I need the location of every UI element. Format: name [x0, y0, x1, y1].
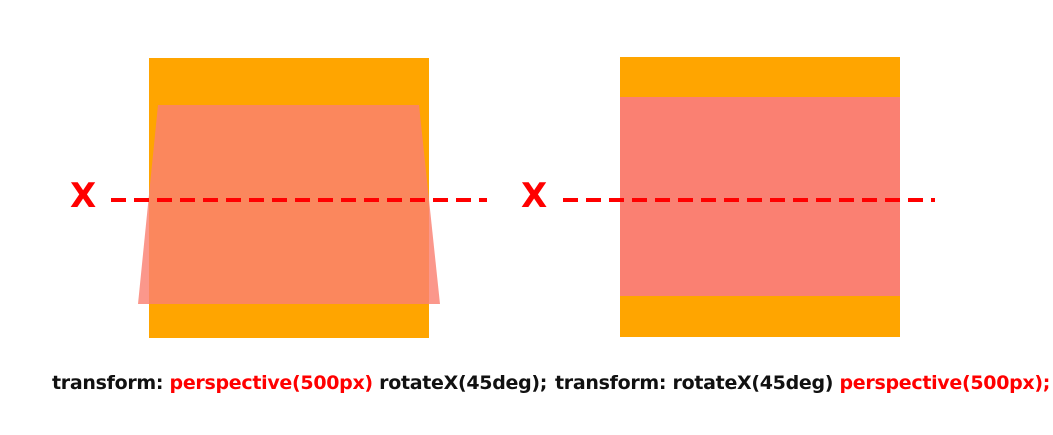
- right-code-part1: rotateX(45deg): [672, 372, 834, 394]
- right-axis-label: X: [521, 176, 548, 216]
- right-squares-graphic: [620, 57, 900, 337]
- left-axis-line: [111, 198, 487, 202]
- left-squares-graphic: [138, 58, 440, 338]
- left-code-part2: rotateX(45deg);: [379, 372, 548, 394]
- left-code-part1: perspective(500px): [169, 372, 374, 394]
- right-axis-line: [563, 198, 935, 202]
- left-code-label: transform: perspective(500px) rotateX(45…: [52, 370, 547, 396]
- right-panel: X transform: rotateX(45deg) perspective(…: [521, 0, 1053, 435]
- left-code-property: transform:: [52, 372, 164, 394]
- left-panel: X transform: perspective(500px) rotateX(…: [0, 0, 547, 435]
- left-transformed-square: [138, 105, 440, 304]
- left-axis-label: X: [70, 176, 97, 216]
- right-code-label: transform: rotateX(45deg) perspective(50…: [555, 370, 1050, 396]
- right-transformed-square: [620, 97, 900, 296]
- right-code-property: transform:: [555, 372, 667, 394]
- right-code-part2: perspective(500px);: [839, 372, 1051, 394]
